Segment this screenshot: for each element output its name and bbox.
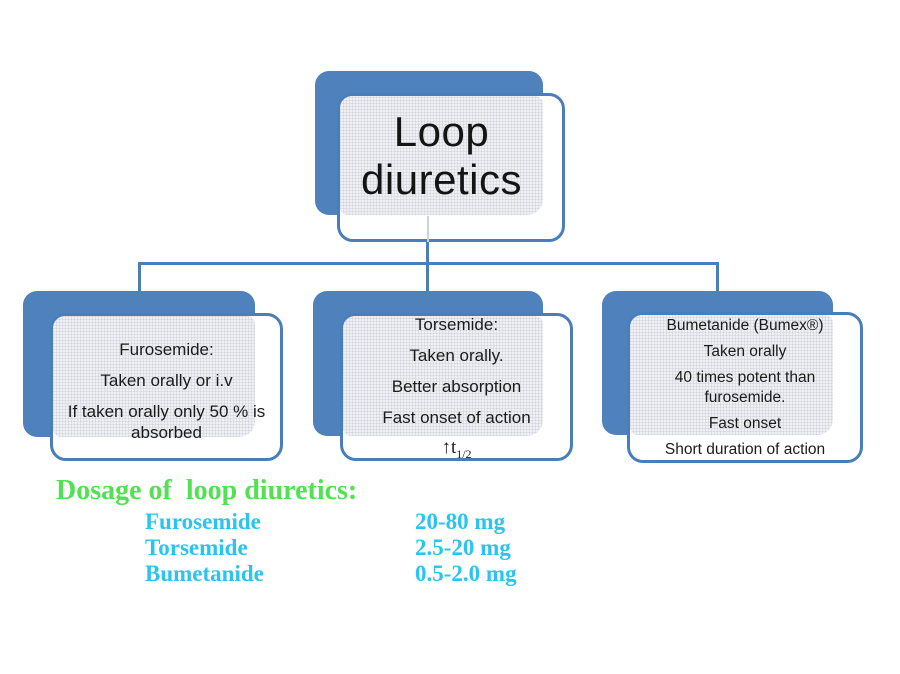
dosage-row: Furosemide 20-80 mg — [145, 509, 517, 535]
node-content: Loop diuretics — [340, 96, 543, 215]
node-texture-fill — [340, 96, 543, 215]
drug-name: Bumetanide — [145, 561, 264, 586]
node-line: If taken orally only 50 % is absorbed — [67, 402, 266, 442]
node-card: Bumetanide (Bumex®) Taken orally 40 time… — [627, 312, 863, 463]
node-texture-fill — [53, 316, 255, 437]
child-node-torsemide: Torsemide: Taken orally. Better absorpti… — [313, 291, 576, 463]
dosage-table: Furosemide 20-80 mg Torsemide 2.5-20 mg Bu… — [145, 509, 517, 587]
node-line: Short duration of action — [664, 440, 826, 458]
drug-name: Torsemide — [145, 535, 248, 560]
node-texture-fill — [343, 316, 543, 436]
root-node-loop-diuretics: Loop diuretics — [315, 71, 568, 243]
connector-ghost-line — [427, 216, 429, 243]
node-content: Furosemide: Taken orally or i.v If taken… — [53, 316, 280, 458]
half-life-symbol: ↑t — [441, 437, 457, 459]
drug-dose: 20-80 mg — [415, 509, 506, 534]
dosage-heading: Dosage of loop diuretics: — [56, 475, 358, 506]
node-line: Taken orally — [703, 342, 787, 360]
node-line: Furosemide: — [119, 340, 214, 359]
half-life-line: ↑t1/2 — [343, 437, 570, 465]
connector-root-vertical — [426, 242, 429, 291]
connector-horizontal — [138, 262, 719, 265]
connector-left-vertical — [138, 262, 141, 291]
child-node-bumetanide: Bumetanide (Bumex®) Taken orally 40 time… — [602, 291, 865, 465]
node-line: 40 times potent than furosemide. — [674, 368, 816, 406]
node-card: Torsemide: Taken orally. Better absorpti… — [340, 313, 573, 461]
node-content: Torsemide: Taken orally. Better absorpti… — [343, 315, 570, 461]
node-line: Torsemide: — [414, 315, 499, 335]
drug-dose: 0.5-2.0 mg — [415, 561, 517, 586]
node-line: Taken orally or i.v — [100, 371, 233, 390]
dosage-row: Torsemide 2.5-20 mg — [145, 535, 517, 561]
drug-name: Furosemide — [145, 509, 261, 534]
dosage-row: Bumetanide 0.5-2.0 mg — [145, 561, 517, 587]
drug-dose: 2.5-20 mg — [415, 535, 511, 560]
node-content: Bumetanide (Bumex®) Taken orally 40 time… — [630, 315, 860, 460]
node-line: Taken orally. — [409, 346, 504, 366]
child-node-furosemide: Furosemide: Taken orally or i.v If taken… — [23, 291, 286, 463]
node-line: Fast onset of action — [382, 408, 531, 428]
connector-right-vertical — [716, 262, 719, 291]
node-card: Loop diuretics — [337, 93, 565, 242]
half-life-subscript: 1/2 — [456, 446, 472, 461]
node-line: Fast onset — [708, 414, 782, 432]
node-card: Furosemide: Taken orally or i.v If taken… — [50, 313, 283, 461]
node-line: Bumetanide (Bumex®) — [666, 316, 824, 334]
root-node-title: Loop diuretics — [361, 107, 522, 203]
node-line: Better absorption — [391, 377, 522, 397]
node-texture-fill — [630, 315, 833, 435]
